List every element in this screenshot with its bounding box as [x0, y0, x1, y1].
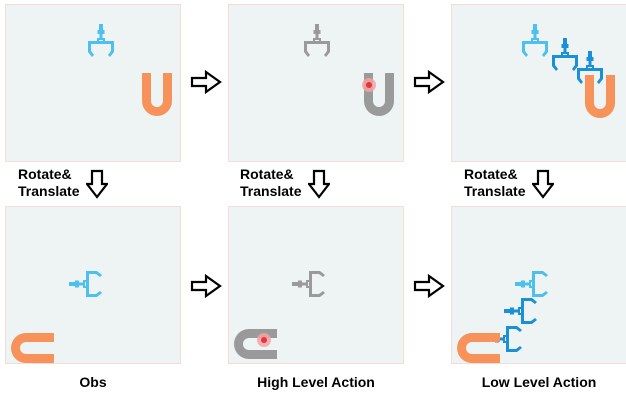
- panel-obs-bottom: [5, 206, 181, 364]
- panel-low-level-bottom: [451, 206, 626, 364]
- arrow-right-icon: [190, 70, 222, 94]
- arrow-down-icon: [532, 169, 554, 199]
- arrow-right-icon: [190, 274, 222, 298]
- gripper-icon: [504, 298, 537, 324]
- label-line-2: Translate: [18, 183, 80, 199]
- magnet-icon: [11, 333, 54, 363]
- caption-obs: Obs: [79, 374, 107, 390]
- label-line-1: Rotate&: [18, 166, 72, 182]
- gripper-icon: [552, 38, 578, 71]
- label-line-1: Rotate&: [464, 166, 518, 182]
- gripper-icon: [292, 271, 325, 297]
- scene-high-level-top: [304, 24, 394, 116]
- label-line-2: Translate: [240, 183, 302, 199]
- arrow-right-icon: [413, 70, 445, 94]
- panel-low-level-top: [451, 4, 626, 162]
- panel-obs-top: [5, 4, 181, 162]
- arrow-down-icon: [308, 169, 330, 199]
- arrow-down-icon: [86, 169, 108, 199]
- scene-low-level-top: [522, 24, 615, 118]
- magnet-icon: [142, 73, 172, 116]
- rotate-translate-label: Rotate& Translate: [240, 166, 301, 200]
- scene-obs-bottom: [11, 271, 102, 363]
- gripper-icon: [88, 24, 114, 57]
- gripper-icon: [69, 271, 102, 297]
- scene-low-level-bottom: [457, 271, 548, 363]
- gripper-icon: [515, 271, 548, 297]
- target-point: [261, 337, 267, 343]
- panel-high-level-bottom: [228, 206, 404, 364]
- label-line-1: Rotate&: [240, 166, 294, 182]
- scene-obs-top: [88, 24, 172, 116]
- magnet-icon: [457, 333, 500, 363]
- rotate-translate-label: Rotate& Translate: [18, 166, 79, 200]
- magnet-icon: [234, 329, 277, 359]
- target-point: [366, 82, 372, 88]
- caption-low-level-action: Low Level Action: [481, 374, 597, 390]
- panel-high-level-top: [228, 4, 404, 162]
- label-line-2: Translate: [464, 183, 526, 199]
- rotate-translate-label: Rotate& Translate: [464, 166, 525, 200]
- gripper-icon: [304, 24, 330, 57]
- scene-high-level-bottom: [234, 271, 325, 359]
- arrow-right-icon: [413, 274, 445, 298]
- caption-high-level-action: High Level Action: [257, 374, 375, 390]
- gripper-icon: [522, 24, 548, 57]
